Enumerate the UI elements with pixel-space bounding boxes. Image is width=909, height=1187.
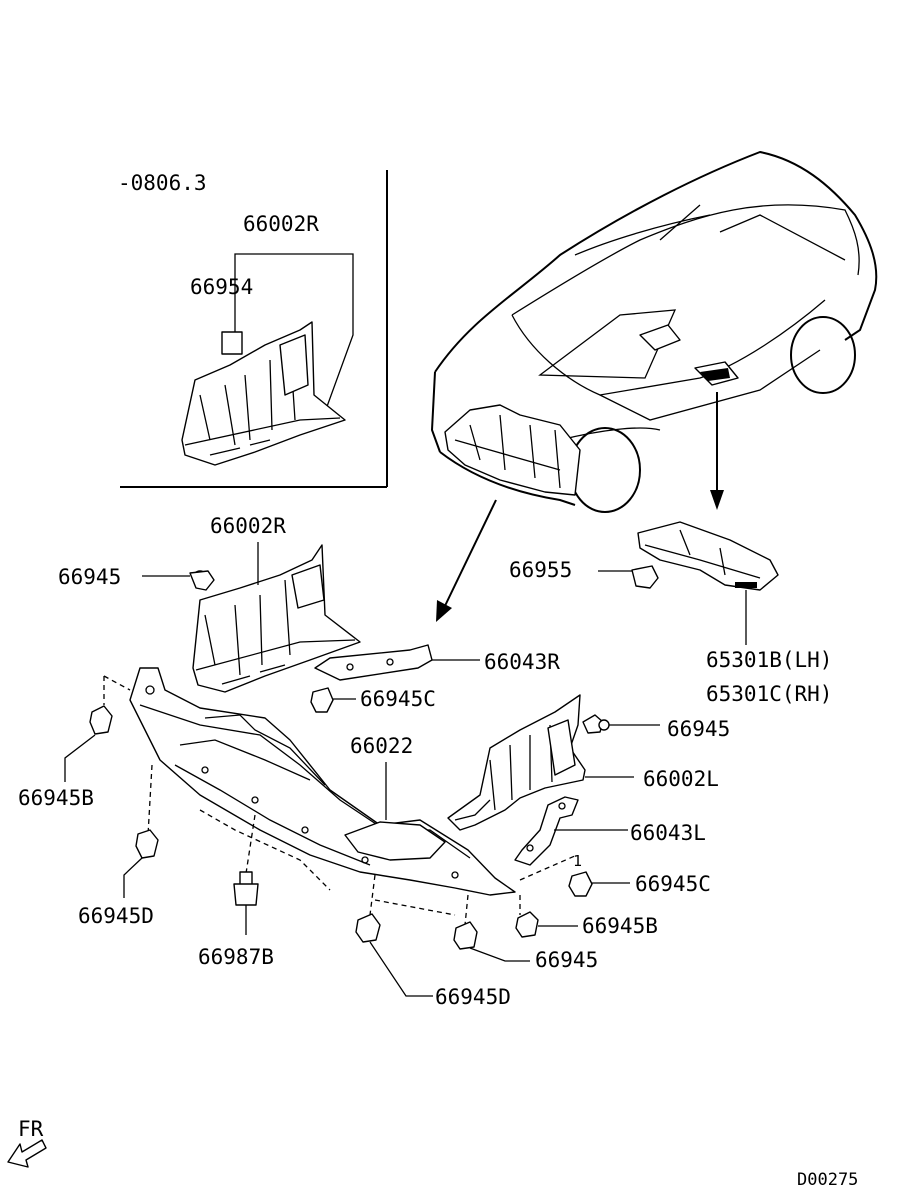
fr-label: FR bbox=[18, 1117, 44, 1141]
bracket-66043R-part bbox=[314, 644, 480, 681]
under-cover-65301-part bbox=[637, 521, 779, 645]
label-66945C-top: 66945C bbox=[360, 687, 436, 711]
label-65301B: 65301B(LH) bbox=[706, 648, 832, 672]
clip-66945C-right-part bbox=[568, 871, 630, 897]
clip-66945-bottom-part bbox=[453, 921, 530, 962]
clip-66945-right-part bbox=[582, 714, 660, 734]
label-inset-66002R: 66002R bbox=[243, 212, 319, 236]
inset-panel: -0806.3 66002R 66954 bbox=[118, 170, 388, 488]
car-under-cover-lh bbox=[639, 324, 681, 351]
splash-shield-66002R-part bbox=[192, 544, 361, 693]
inset-date-note: -0806.3 bbox=[118, 171, 207, 195]
label-66945B-right: 66945B bbox=[582, 914, 658, 938]
clip-66955-part bbox=[598, 565, 659, 589]
fr-arrow-icon bbox=[7, 1139, 47, 1168]
label-66945B-left: 66945B bbox=[18, 786, 94, 810]
label-66043L: 66043L bbox=[630, 821, 706, 845]
drawing-reference-code: D00275 bbox=[797, 1170, 858, 1187]
bolt-66987B-part bbox=[233, 871, 259, 935]
label-66002L: 66002L bbox=[643, 767, 719, 791]
clip-66945-left-part bbox=[142, 570, 215, 591]
label-66987B: 66987B bbox=[198, 945, 274, 969]
front-direction-indicator: FR bbox=[7, 1117, 47, 1168]
inset-splash-shield-part bbox=[181, 321, 346, 466]
label-inset-66954: 66954 bbox=[190, 275, 253, 299]
label-66945D-bottom: 66945D bbox=[435, 985, 511, 1009]
leader-inset-66002R bbox=[234, 253, 354, 413]
splash-shield-66002L-part bbox=[447, 694, 634, 831]
direction-arrows bbox=[436, 392, 724, 622]
label-66022: 66022 bbox=[350, 734, 413, 758]
clip-66945B-right-part bbox=[515, 911, 578, 938]
label-66945D-left: 66945D bbox=[78, 904, 154, 928]
callout-1: 1 bbox=[573, 852, 582, 870]
label-66955: 66955 bbox=[509, 558, 572, 582]
clip-66945D-left-part bbox=[123, 829, 159, 898]
label-66945-left: 66945 bbox=[58, 565, 121, 589]
label-65301C: 65301C(RH) bbox=[706, 682, 832, 706]
label-66043R: 66043R bbox=[484, 650, 560, 674]
arrow-to-front-shield bbox=[442, 499, 497, 611]
label-66945C-right: 66945C bbox=[635, 872, 711, 896]
clip-66945B-left-part bbox=[64, 705, 113, 782]
label-66002R: 66002R bbox=[210, 514, 286, 538]
clip-66945C-top-part bbox=[310, 687, 356, 713]
clip-66945D-bottom-part bbox=[355, 913, 433, 997]
front-wheel bbox=[569, 427, 641, 513]
front-under-shield-66022-part bbox=[129, 667, 516, 896]
bracket-66043L-part bbox=[514, 796, 628, 866]
label-66945-right: 66945 bbox=[667, 717, 730, 741]
locator-lines bbox=[103, 675, 578, 926]
vehicle-outline bbox=[430, 150, 878, 513]
rear-wheel bbox=[790, 316, 856, 394]
label-66945-bottom: 66945 bbox=[535, 948, 598, 972]
